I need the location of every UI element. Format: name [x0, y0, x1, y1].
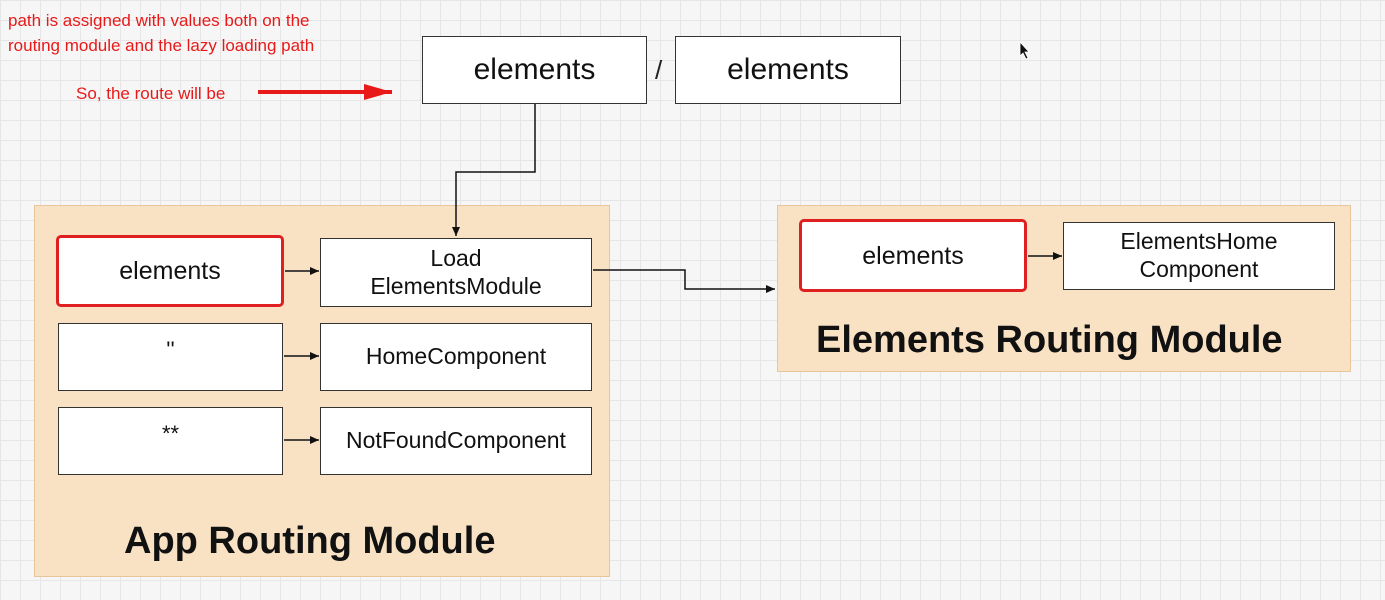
route-segment-1: elements — [422, 36, 647, 104]
elements-home-line: ElementsHome — [1120, 228, 1278, 255]
route-segment-2: elements — [675, 36, 901, 104]
connector-route-to-load — [452, 104, 536, 236]
app-target-home-component: HomeComponent — [320, 323, 592, 391]
load-line: Load — [430, 244, 482, 271]
app-routing-module-title: App Routing Module — [124, 520, 496, 562]
app-path-wildcard: ** — [58, 407, 283, 475]
elements-target-elements-home-component: ElementsHome Component — [1063, 222, 1335, 290]
annotation-line-1: path is assigned with values both on the — [8, 11, 310, 30]
app-path-elements: elements — [56, 235, 284, 307]
mouse-cursor-icon — [1019, 40, 1030, 60]
app-target-not-found-component: NotFoundComponent — [320, 407, 592, 475]
connector-load-to-elements-module — [593, 269, 775, 293]
component-line: Component — [1139, 256, 1259, 282]
elements-path-elements: elements — [799, 219, 1027, 292]
app-target-load-elements-module: Load ElementsModule — [320, 238, 592, 307]
elements-module-line: ElementsModule — [370, 272, 542, 299]
annotation-line-2: routing module and the lazy loading path — [8, 36, 315, 55]
route-separator: / — [655, 55, 663, 85]
route-label: So, the route will be — [76, 84, 226, 103]
elements-routing-module-title: Elements Routing Module — [816, 319, 1283, 361]
app-path-empty: '' — [58, 323, 283, 391]
